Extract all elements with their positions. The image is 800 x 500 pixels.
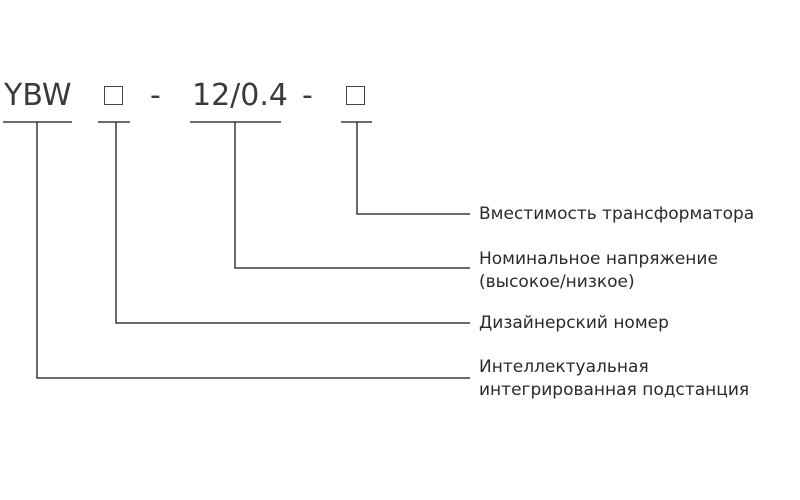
label-capacity: Вместимость трансформатора	[479, 204, 755, 224]
design-placeholder-box	[104, 86, 123, 105]
code-rating: 12/0.4	[192, 78, 288, 113]
code-prefix: YBW	[4, 78, 72, 113]
code-separator-1: -	[150, 78, 161, 113]
leader-voltage	[234, 122, 470, 269]
leader-capacity	[356, 122, 470, 215]
capacity-placeholder-box	[346, 86, 365, 105]
label-substation-line2: интегрированная подстанция	[479, 380, 750, 400]
leader-design	[115, 122, 470, 324]
label-voltage-line2: (высокое/низкое)	[479, 272, 635, 292]
label-design: Дизайнерский номер	[479, 313, 669, 333]
code-separator-2: -	[302, 78, 313, 113]
label-voltage-line1: Номинальное напряжение	[479, 249, 718, 269]
leader-substation	[36, 122, 470, 379]
label-substation-line1: Интеллектуальная	[479, 357, 649, 377]
